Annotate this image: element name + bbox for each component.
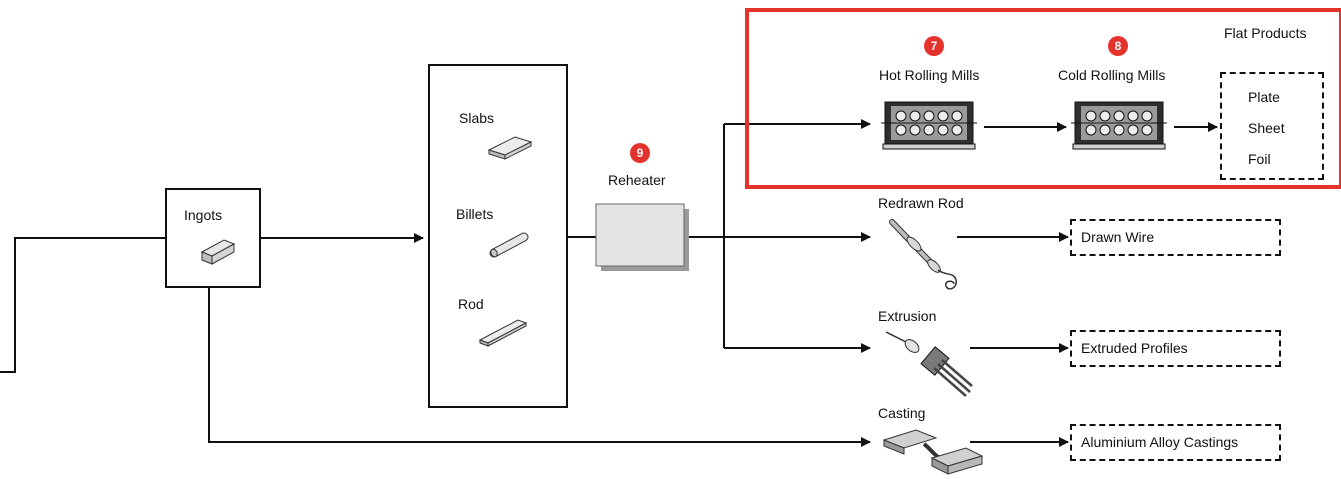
cold-rolling-mills-label: Cold Rolling Mills [1058, 67, 1165, 83]
step-badge-7: 7 [924, 36, 944, 56]
slab-icon [487, 134, 533, 160]
ingot-icon [198, 238, 238, 266]
step-badge-8: 8 [1108, 36, 1128, 56]
step-badge-9: 9 [630, 143, 650, 163]
extruded-profiles-label: Extruded Profiles [1081, 340, 1188, 356]
extrusion-label: Extrusion [878, 308, 936, 324]
casting-icon [880, 424, 984, 479]
rod-icon [478, 318, 530, 348]
casting-label: Casting [878, 405, 925, 421]
slabs-label: Slabs [459, 110, 494, 126]
billets-label: Billets [456, 206, 493, 222]
aluminium-castings-label: Aluminium Alloy Castings [1081, 434, 1238, 450]
output-plate: Plate [1248, 89, 1280, 105]
cold-rolling-mill-icon [1071, 100, 1167, 150]
extrusion-icon [882, 330, 974, 398]
hot-rolling-mills-label: Hot Rolling Mills [879, 67, 979, 83]
hot-rolling-mill-icon [881, 100, 977, 150]
redrawn-rod-icon [884, 214, 968, 296]
reheater-label: Reheater [608, 172, 666, 188]
flat-products-title: Flat Products [1224, 25, 1306, 41]
output-foil: Foil [1248, 151, 1271, 167]
drawn-wire-label: Drawn Wire [1081, 229, 1154, 245]
rod-label: Rod [458, 296, 484, 312]
ingots-label: Ingots [184, 207, 222, 223]
feed-line [0, 238, 165, 372]
reheater-icon [595, 203, 691, 273]
redrawn-rod-label: Redrawn Rod [878, 195, 964, 211]
output-sheet: Sheet [1248, 120, 1285, 136]
billet-icon [486, 230, 532, 260]
